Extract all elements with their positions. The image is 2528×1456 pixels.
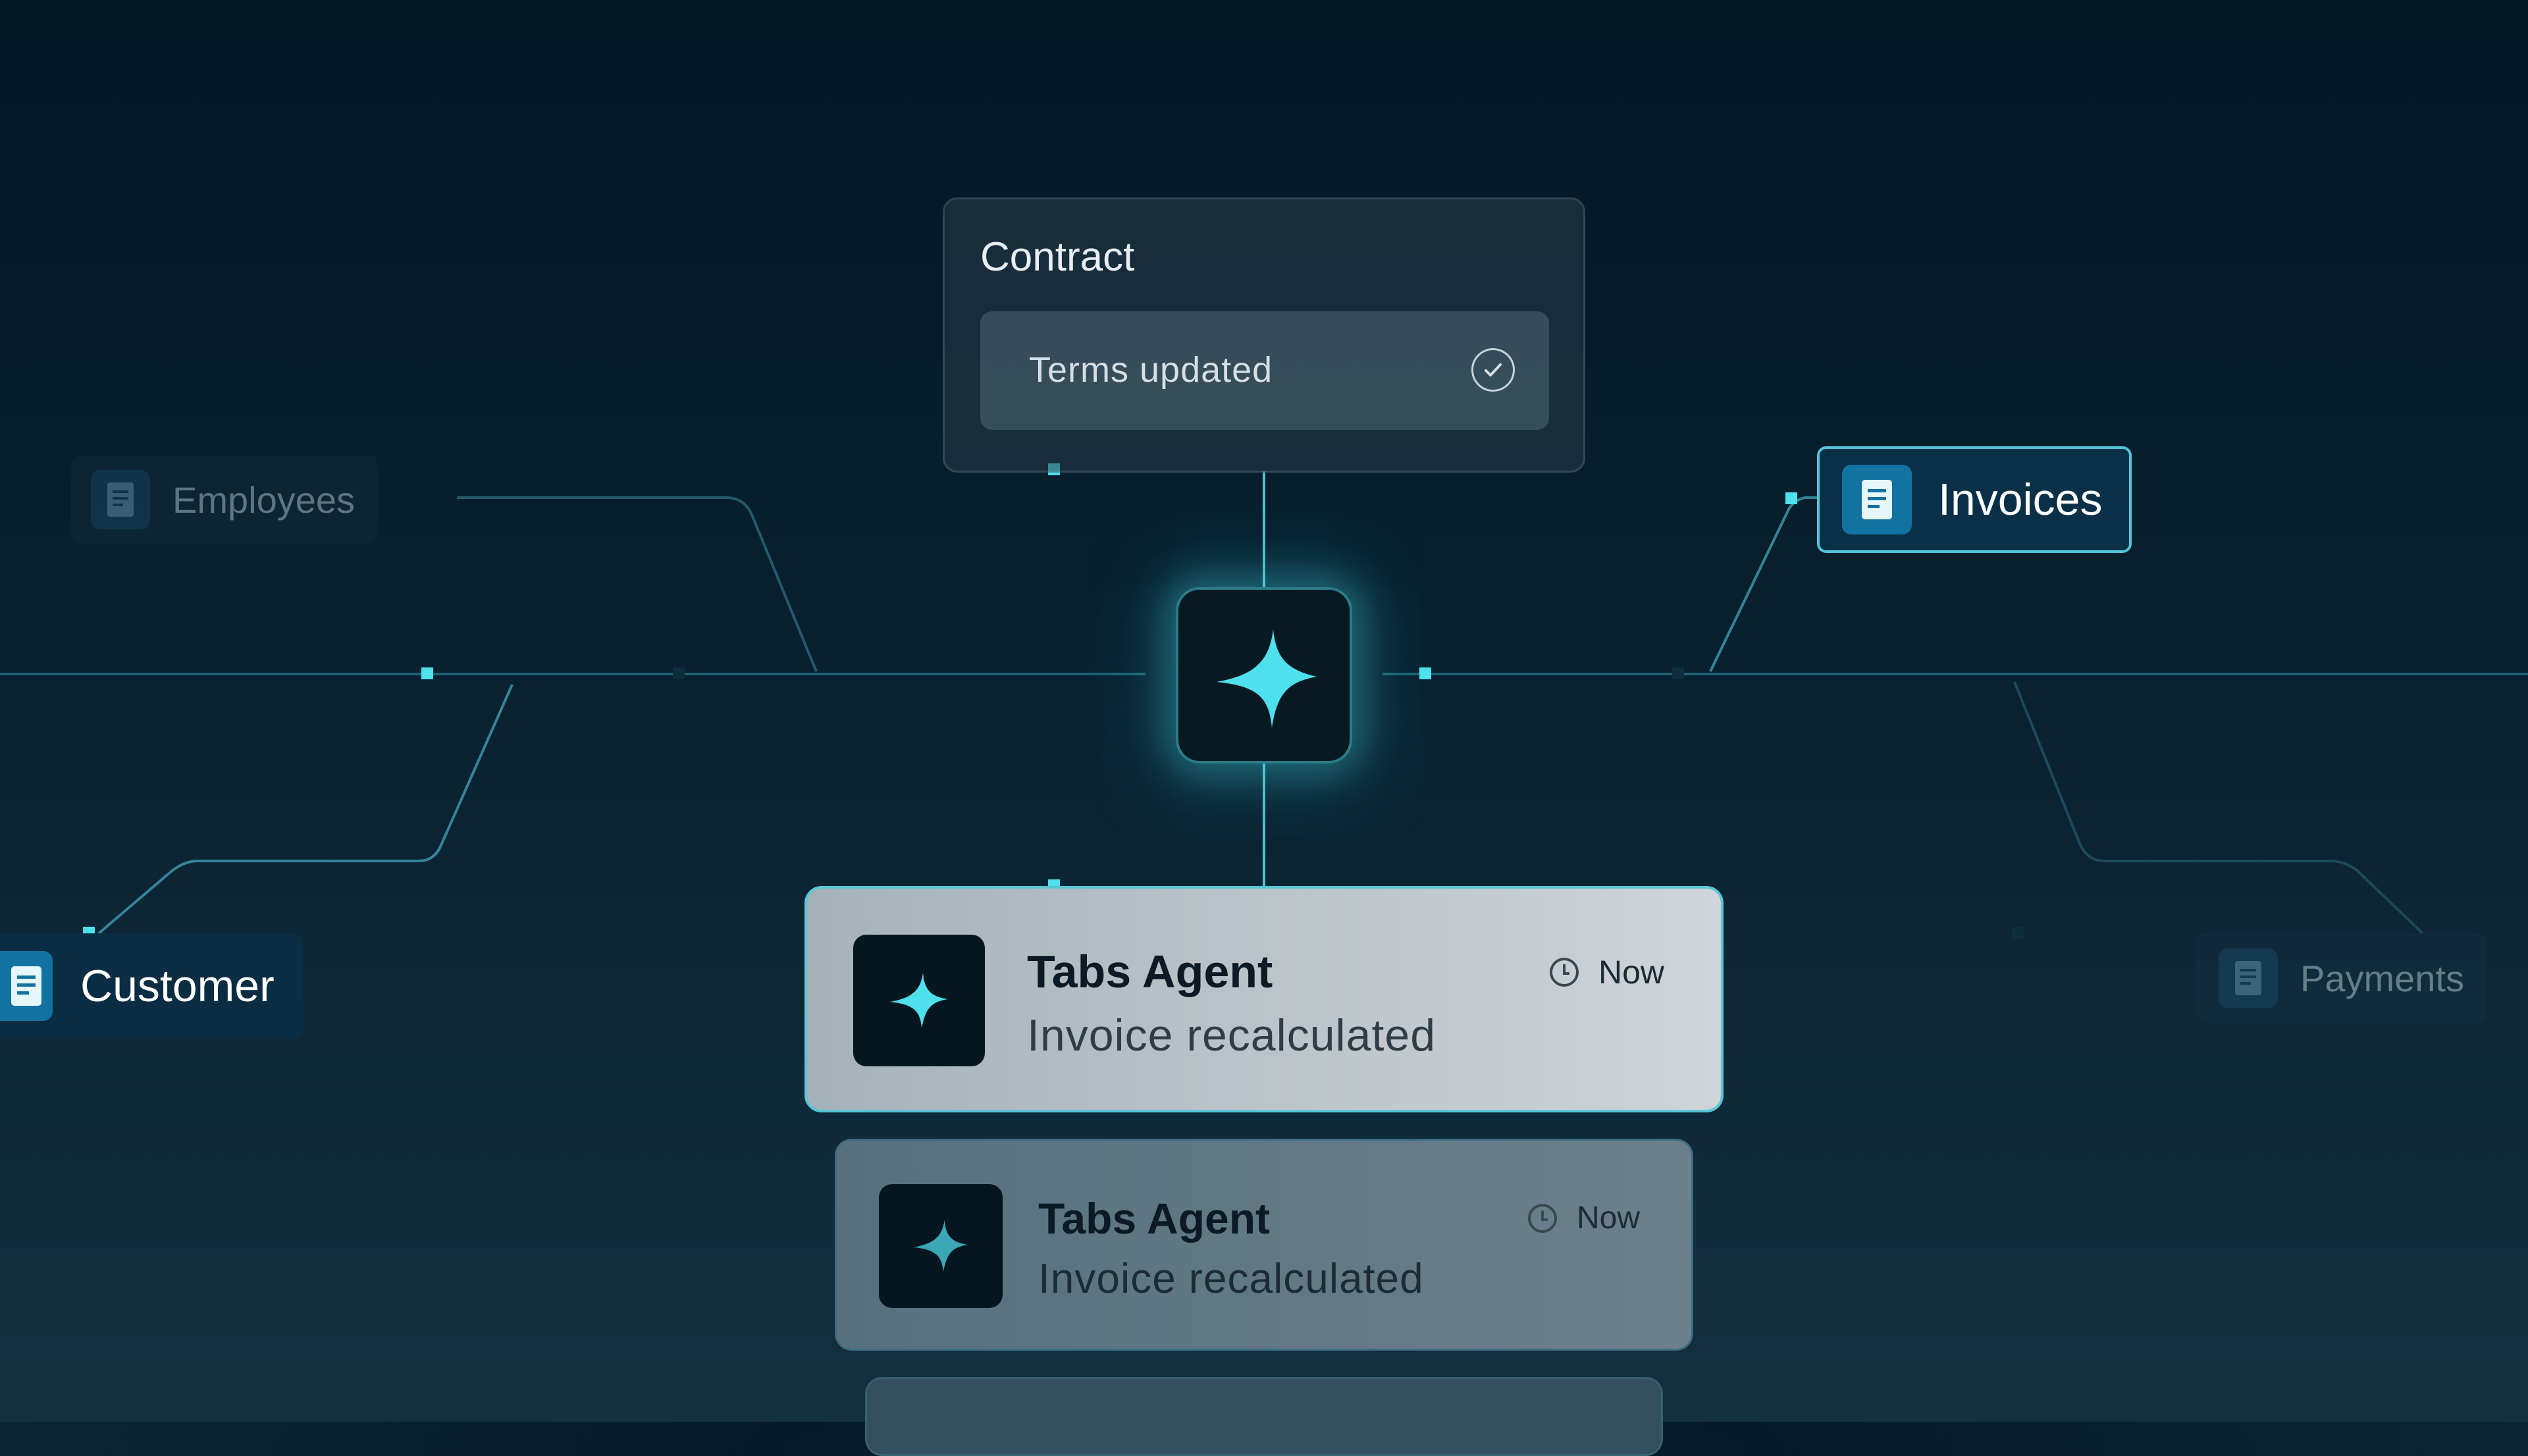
tag-invoices[interactable]: Invoices	[1817, 446, 2132, 553]
notification-title: Tabs Agent	[1027, 946, 1273, 997]
clock-icon	[1549, 958, 1579, 987]
notification-time: Now	[1549, 953, 1664, 991]
terms-updated-label: Terms updated	[1029, 350, 1273, 390]
notification-card[interactable]: Tabs Agent Invoice recalculated Now	[804, 886, 1724, 1112]
notification-card[interactable]: Tabs Agent Invoice recalculated Now	[835, 1139, 1693, 1351]
clock-icon	[1527, 1203, 1557, 1233]
node-dot	[1785, 492, 1797, 504]
sparkle-icon	[1217, 629, 1317, 728]
notification-time-label: Now	[1576, 1201, 1640, 1235]
tag-payments-label: Payments	[2300, 957, 2464, 999]
document-icon	[1842, 465, 1912, 534]
agent-hub[interactable]	[1176, 587, 1352, 764]
notification-card-partial[interactable]	[865, 1377, 1663, 1456]
check-circle-icon	[1471, 348, 1515, 392]
notification-time-label: Now	[1598, 954, 1664, 991]
sparkle-icon	[890, 973, 948, 1028]
connector-lines	[0, 463, 2528, 939]
document-icon	[0, 951, 53, 1021]
document-icon	[91, 470, 150, 529]
notification-time: Now	[1527, 1200, 1640, 1236]
node-dot	[1419, 667, 1431, 679]
notification-title: Tabs Agent	[1038, 1194, 1271, 1243]
tag-invoices-label: Invoices	[1938, 475, 2103, 525]
tag-payments[interactable]: Payments	[2196, 933, 2486, 1023]
sparkle-icon	[913, 1220, 968, 1272]
tag-customer-label: Customer	[80, 961, 275, 1011]
agent-avatar	[879, 1184, 1003, 1308]
document-icon	[2219, 949, 2278, 1008]
tag-employees[interactable]: Employees	[71, 455, 378, 544]
tag-employees-label: Employees	[172, 479, 356, 521]
agent-avatar	[853, 935, 985, 1066]
node-dot	[421, 667, 433, 679]
terms-updated-row[interactable]: Terms updated	[980, 311, 1549, 430]
notification-message: Invoice recalculated	[1038, 1255, 1424, 1302]
tag-customer[interactable]: Customer	[0, 933, 303, 1039]
notification-message: Invoice recalculated	[1027, 1010, 1436, 1060]
contract-card[interactable]: Contract Terms updated	[943, 197, 1585, 473]
contract-title: Contract	[980, 234, 1135, 280]
